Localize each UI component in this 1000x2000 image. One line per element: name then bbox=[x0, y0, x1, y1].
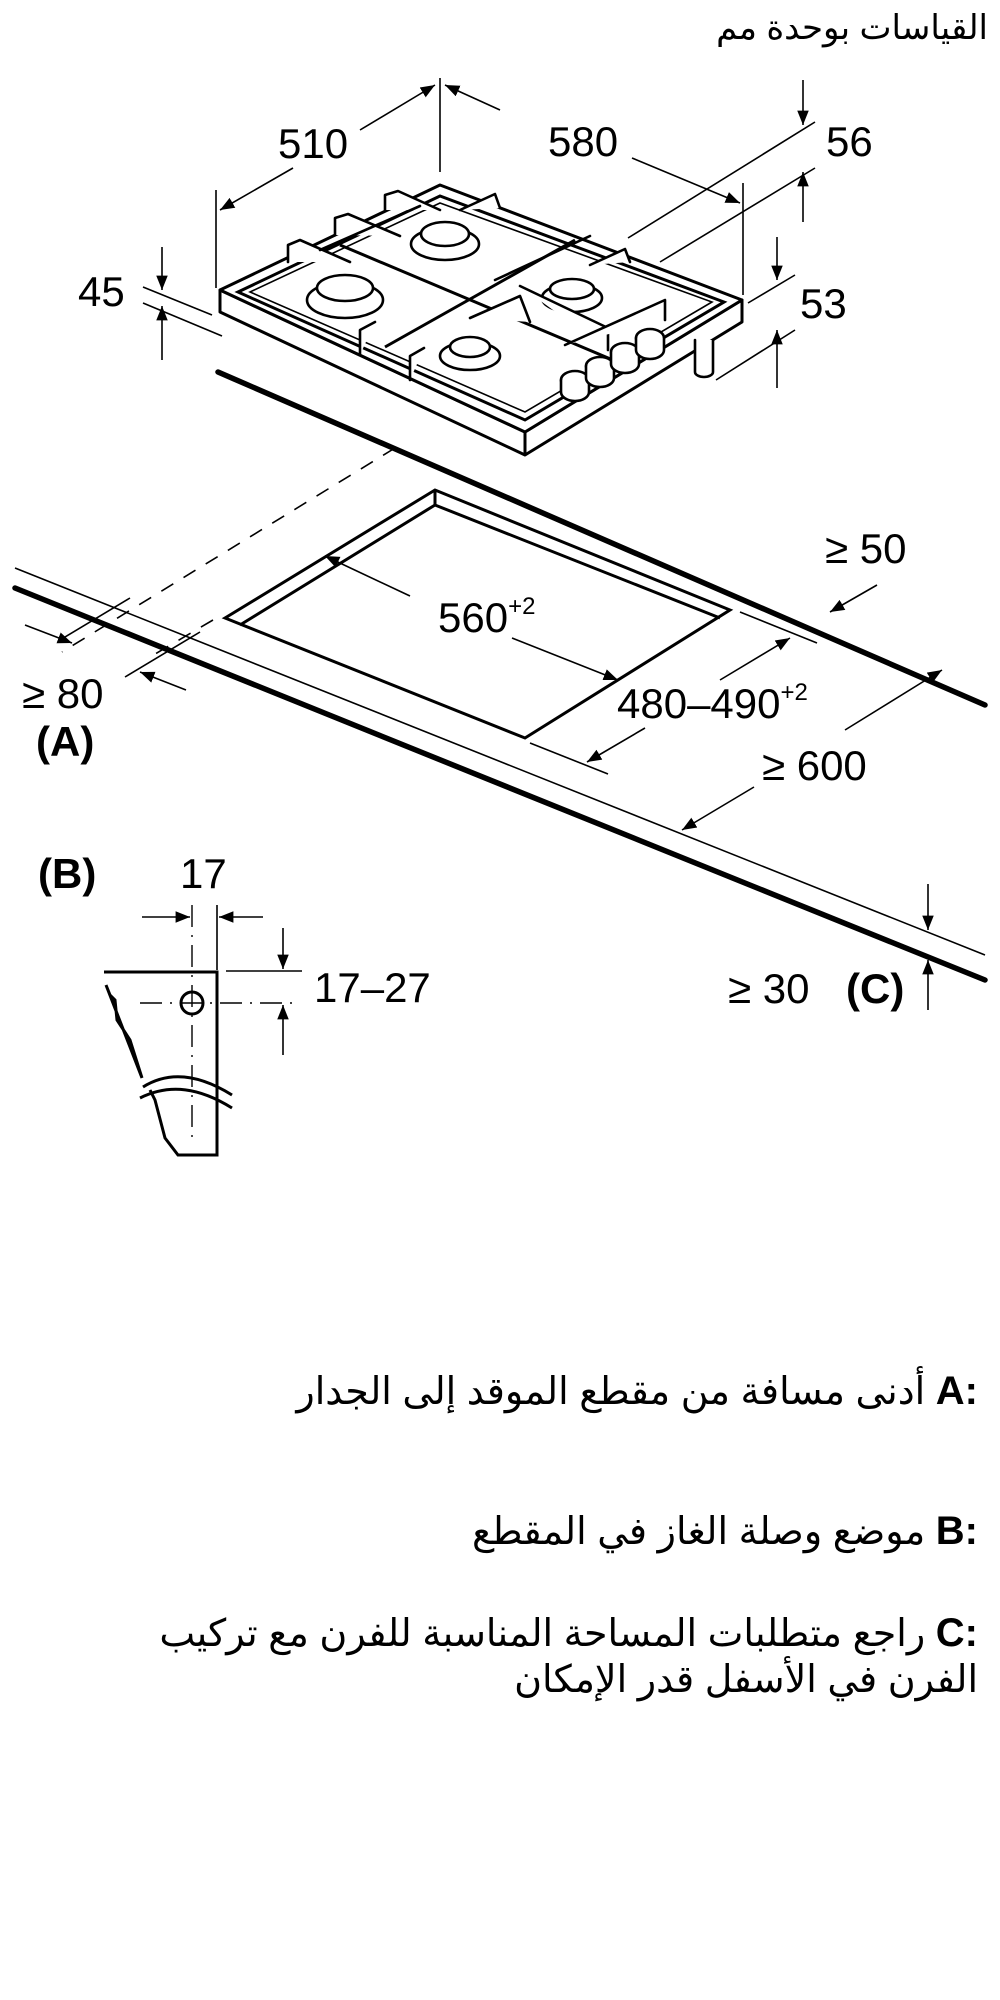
legend-key-b: B: bbox=[935, 1509, 978, 1553]
legend-key-a: A: bbox=[935, 1369, 978, 1413]
dim-cutout-width-tolerance: +2 bbox=[508, 593, 535, 620]
cutout bbox=[221, 488, 734, 740]
burner-front-left bbox=[305, 273, 385, 320]
dim-detail-horizontal: 17 bbox=[180, 850, 227, 897]
dim-side-height: 45 bbox=[78, 268, 125, 315]
detail-b-gas-connection bbox=[104, 905, 302, 1157]
label-c: (C) bbox=[846, 965, 904, 1012]
dim-cutout-depth-tolerance: +2 bbox=[781, 679, 808, 706]
dim-cutout-width: 560 bbox=[438, 594, 508, 641]
legend-text-a: أدنى مسافة من مقطع الموقد إلى الجدار bbox=[296, 1371, 926, 1413]
dim-cutout-depth: 480–490 bbox=[617, 680, 781, 727]
dim-body-height: 53 bbox=[800, 280, 847, 327]
installation-diagram: 510 580 56 53 45 560+2 480–490+2 bbox=[12, 78, 988, 1157]
dim-cutout-width-group: 560+2 bbox=[438, 593, 535, 641]
legend-text-b: موضع وصلة الغاز في المقطع bbox=[471, 1511, 926, 1553]
control-knobs bbox=[559, 327, 666, 403]
cutout-dimension-lines bbox=[24, 555, 943, 1010]
hob-dimension-lines bbox=[142, 78, 816, 388]
legend-item-b: B: موضع وصلة الغاز في المقطع bbox=[472, 1508, 978, 1555]
label-b: (B) bbox=[38, 850, 96, 897]
dim-cutout-depth-group: 480–490+2 bbox=[617, 679, 808, 727]
dim-depth: 510 bbox=[278, 120, 348, 167]
countertop bbox=[12, 369, 988, 983]
dim-width: 580 bbox=[548, 118, 618, 165]
label-a: (A) bbox=[36, 718, 94, 765]
burner-back-left bbox=[409, 220, 481, 262]
legend-item-c: C: راجع متطلبات المساحة المناسبة للفرن م… bbox=[78, 1610, 978, 1703]
legend-key-c: C: bbox=[935, 1611, 978, 1655]
legend-item-a: A: أدنى مسافة من مقطع الموقد إلى الجدار bbox=[296, 1368, 978, 1415]
legend-text-c: راجع متطلبات المساحة المناسبة للفرن مع ت… bbox=[159, 1613, 978, 1701]
unit-note: القياسات بوحدة مم bbox=[716, 9, 988, 47]
dim-countertop-depth: ≥ 600 bbox=[762, 742, 867, 789]
hob-illustration bbox=[218, 183, 744, 457]
dim-bottom-clearance: ≥ 30 bbox=[728, 965, 809, 1012]
dim-top-height: 56 bbox=[826, 118, 873, 165]
burner-front-right bbox=[438, 335, 502, 372]
dim-side-clearance: ≥ 80 bbox=[22, 670, 103, 717]
dim-detail-vertical: 17–27 bbox=[314, 964, 431, 1011]
dim-rear-clearance: ≥ 50 bbox=[825, 525, 906, 572]
